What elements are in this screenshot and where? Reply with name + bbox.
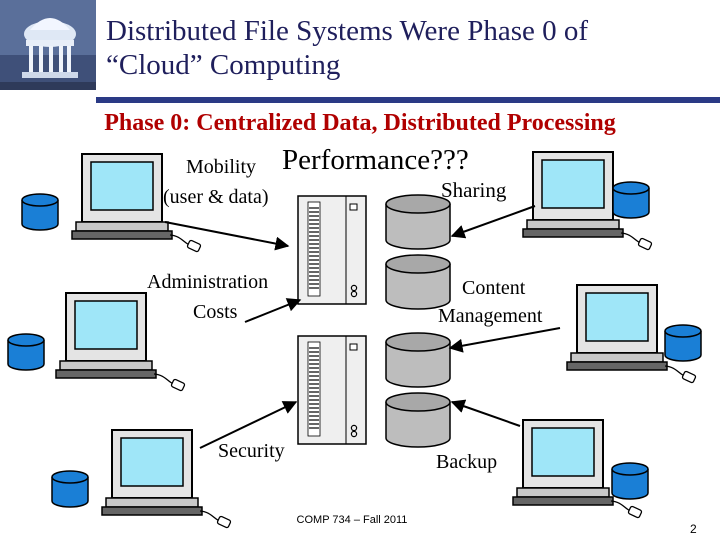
label-management: Management xyxy=(438,305,543,327)
database-icon xyxy=(611,462,649,500)
arrow-security xyxy=(199,401,298,449)
label-administration: Administration xyxy=(147,271,269,293)
title-divider xyxy=(96,97,720,103)
slide-footer: COMP 734 – Fall 2011 xyxy=(296,514,408,526)
arrow-content-management xyxy=(448,327,561,353)
arrow-backup xyxy=(450,399,521,427)
database-icon xyxy=(7,333,45,371)
page-number: 2 xyxy=(690,522,697,536)
storage-disk-icon xyxy=(385,194,451,250)
slide-title: Distributed File Systems Were Phase 0 of… xyxy=(106,14,666,82)
slide-subtitle: Phase 0: Centralized Data, Distributed P… xyxy=(104,110,616,136)
old-well-logo xyxy=(0,0,96,90)
label-user-data: (user & data) xyxy=(163,186,269,208)
arrow-sharing xyxy=(450,205,536,239)
title-line-2: “Cloud” Computing xyxy=(106,49,341,81)
arrow-administration xyxy=(244,298,302,323)
database-icon xyxy=(51,470,89,508)
storage-disk-icon xyxy=(385,332,451,388)
database-icon xyxy=(664,324,702,362)
label-performance: Performance??? xyxy=(282,144,469,176)
storage-disk-icon xyxy=(385,392,451,448)
label-costs: Costs xyxy=(193,301,238,323)
label-mobility: Mobility xyxy=(186,156,257,178)
label-sharing: Sharing xyxy=(441,178,507,202)
storage-disk-icon xyxy=(385,254,451,310)
title-line-1: Distributed File Systems Were Phase 0 of xyxy=(106,15,589,47)
arrow-user-data xyxy=(164,221,290,251)
label-security: Security xyxy=(218,440,285,462)
server-tower-icon xyxy=(297,335,367,445)
desktop-computer-icon xyxy=(55,292,187,393)
label-content: Content xyxy=(462,277,526,299)
server-tower-icon xyxy=(297,195,367,305)
database-icon xyxy=(612,181,650,219)
database-icon xyxy=(21,193,59,231)
label-backup: Backup xyxy=(436,451,498,473)
desktop-computer-icon xyxy=(101,429,233,530)
